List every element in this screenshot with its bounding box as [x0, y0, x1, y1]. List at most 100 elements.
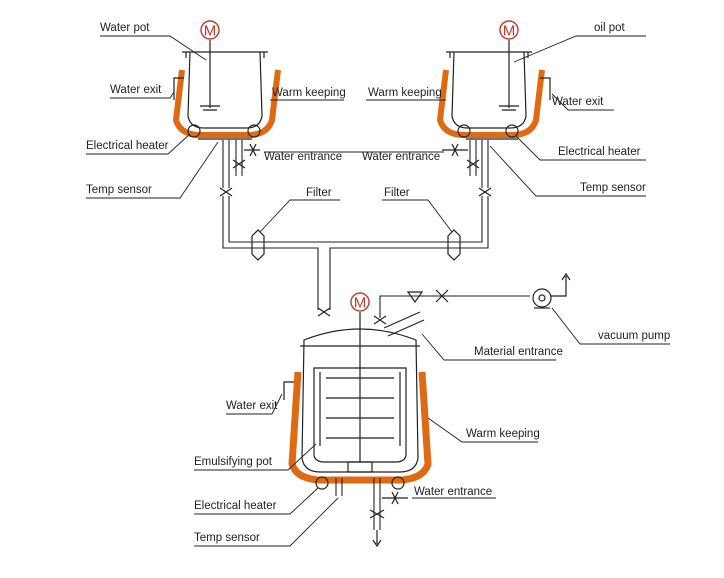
oil-pot-heater-right — [505, 124, 519, 138]
vacuum-pump-icon — [532, 288, 552, 308]
leader-oil-pot — [513, 35, 646, 63]
water-pot-inlet-valve — [232, 159, 246, 169]
oil-pot-exit-pipe — [540, 77, 551, 100]
labels: Water pot oil pot Water exit Water exit … — [86, 22, 670, 544]
material-entrance-pipe — [383, 311, 425, 337]
homogenizer-head — [347, 461, 373, 473]
leader-electrical-heater-left — [86, 133, 191, 155]
vacuum-line-valve-1 — [373, 315, 387, 325]
emulsifying-pot-bottom-valve — [369, 509, 385, 519]
vacuum-filter-icon — [406, 291, 424, 304]
oil-pot-motor: M — [499, 20, 519, 40]
transfer-piping — [222, 196, 489, 317]
oil-pot-rim — [446, 51, 532, 58]
water-pot-body — [187, 51, 263, 129]
water-pot-outlet-pipe — [222, 140, 230, 188]
oil-pot-heater-left — [457, 124, 471, 138]
leader-temp-sensor-left — [86, 141, 219, 199]
vacuum-pump-hub — [538, 294, 546, 302]
label-filter-right: Filter — [384, 187, 410, 199]
label-material-entrance: Material entrance — [474, 346, 563, 358]
motor-icon — [499, 20, 519, 40]
water-pot-jacket — [172, 69, 281, 138]
water-pot-rim — [182, 51, 268, 58]
drain-arrow — [372, 530, 382, 548]
water-pot-impeller — [200, 105, 220, 111]
label-water-exit-right: Water exit — [552, 96, 604, 108]
oil-pot-outlet-valve — [478, 187, 492, 197]
emulsifying-pot-jacket — [288, 371, 432, 484]
water-entrance-left-valve — [244, 143, 260, 157]
motor-icon — [200, 20, 220, 40]
label-temp-sensor-right: Temp sensor — [580, 182, 646, 194]
label-temp-sensor-left: Temp sensor — [86, 184, 152, 196]
emulsifying-pot-scrapers — [319, 372, 401, 446]
motor-icon — [350, 292, 370, 312]
leader-filter-right — [382, 199, 453, 233]
leader-filter-left — [259, 199, 340, 233]
label-water-exit-left: Water exit — [110, 84, 162, 96]
oil-pot-body — [451, 51, 527, 129]
label-water-pot: Water pot — [100, 22, 150, 34]
label-emulsifying-pot: Emulsifying pot — [194, 456, 273, 468]
leader-vacuum-pump — [551, 307, 670, 345]
leader-temp-sensor-bottom — [194, 497, 339, 547]
leader-water-pot — [100, 35, 207, 61]
vacuum-line — [373, 272, 571, 337]
label-water-entrance-right: Water entrance — [362, 151, 440, 163]
motor-label: M — [354, 295, 367, 312]
label-water-entrance-left: Water entrance — [264, 151, 342, 163]
motor-label: M — [503, 23, 516, 40]
label-vacuum-pump: vacuum pump — [598, 330, 670, 342]
emulsifying-pot-body — [301, 328, 419, 473]
emulsifying-pot-inner — [313, 367, 407, 463]
emulsifying-pot-exit-pipe — [283, 381, 294, 400]
label-warm-keeping-right: Warm keeping — [368, 87, 442, 99]
filter-left-icon — [251, 229, 265, 261]
water-pot-heater-right — [247, 124, 261, 138]
oil-pot-inlet-valve — [466, 159, 480, 169]
label-electrical-heater-bottom: Electrical heater — [194, 500, 277, 512]
leader-material-entrance — [421, 333, 556, 361]
water-pot-inlet-pipe — [235, 140, 243, 176]
oil-pot-vessel — [436, 40, 551, 197]
leader-electrical-heater-bottom — [194, 487, 319, 515]
emulsifying-pot-bottom-inlet — [373, 478, 381, 530]
water-pot-vessel — [172, 40, 281, 197]
water-entrance-right-valve — [442, 143, 468, 157]
label-warm-keeping-bottom: Warm keeping — [466, 428, 540, 440]
vacuum-line-valve-2 — [435, 289, 449, 303]
leader-temp-sensor-right — [489, 145, 646, 197]
oil-pot-outlet-pipe — [481, 140, 489, 188]
pot-inlet-valve — [317, 307, 331, 317]
label-warm-keeping-left: Warm keeping — [272, 87, 346, 99]
leader-water-exit-left — [110, 91, 175, 99]
label-water-exit-bottom: Water exit — [226, 400, 278, 412]
label-temp-sensor-bottom: Temp sensor — [194, 532, 260, 544]
label-water-entrance-bottom: Water entrance — [414, 486, 492, 498]
leader-emulsifying-pot — [194, 443, 317, 471]
label-electrical-heater-left: Electrical heater — [86, 140, 169, 152]
left-transfer-pipe — [222, 196, 324, 310]
water-pot-heater-left — [187, 124, 201, 138]
emulsifying-pot-heater-left — [315, 476, 329, 490]
emulsifying-pot-paddles — [326, 377, 394, 439]
emulsifying-pot-drain — [335, 478, 343, 496]
vacuum-exhaust-arrow — [551, 272, 571, 297]
emulsifying-pot-vessel — [283, 312, 432, 548]
emulsifying-pot-motor: M — [350, 292, 370, 312]
label-oil-pot: oil pot — [594, 22, 625, 34]
water-pot-outlet-valve — [219, 187, 233, 197]
oil-pot-impeller — [499, 105, 519, 111]
right-transfer-pipe — [324, 196, 489, 310]
leader-lines — [86, 35, 670, 547]
leader-water-exit-bottom — [226, 393, 283, 415]
leader-water-exit-right — [551, 93, 614, 111]
vacuum-pipe — [379, 295, 530, 318]
water-entrance-bottom-valve — [382, 491, 408, 505]
filter-right-icon — [447, 229, 461, 261]
emulsifying-pot-heater-right — [391, 476, 405, 490]
oil-pot-jacket — [436, 69, 545, 138]
